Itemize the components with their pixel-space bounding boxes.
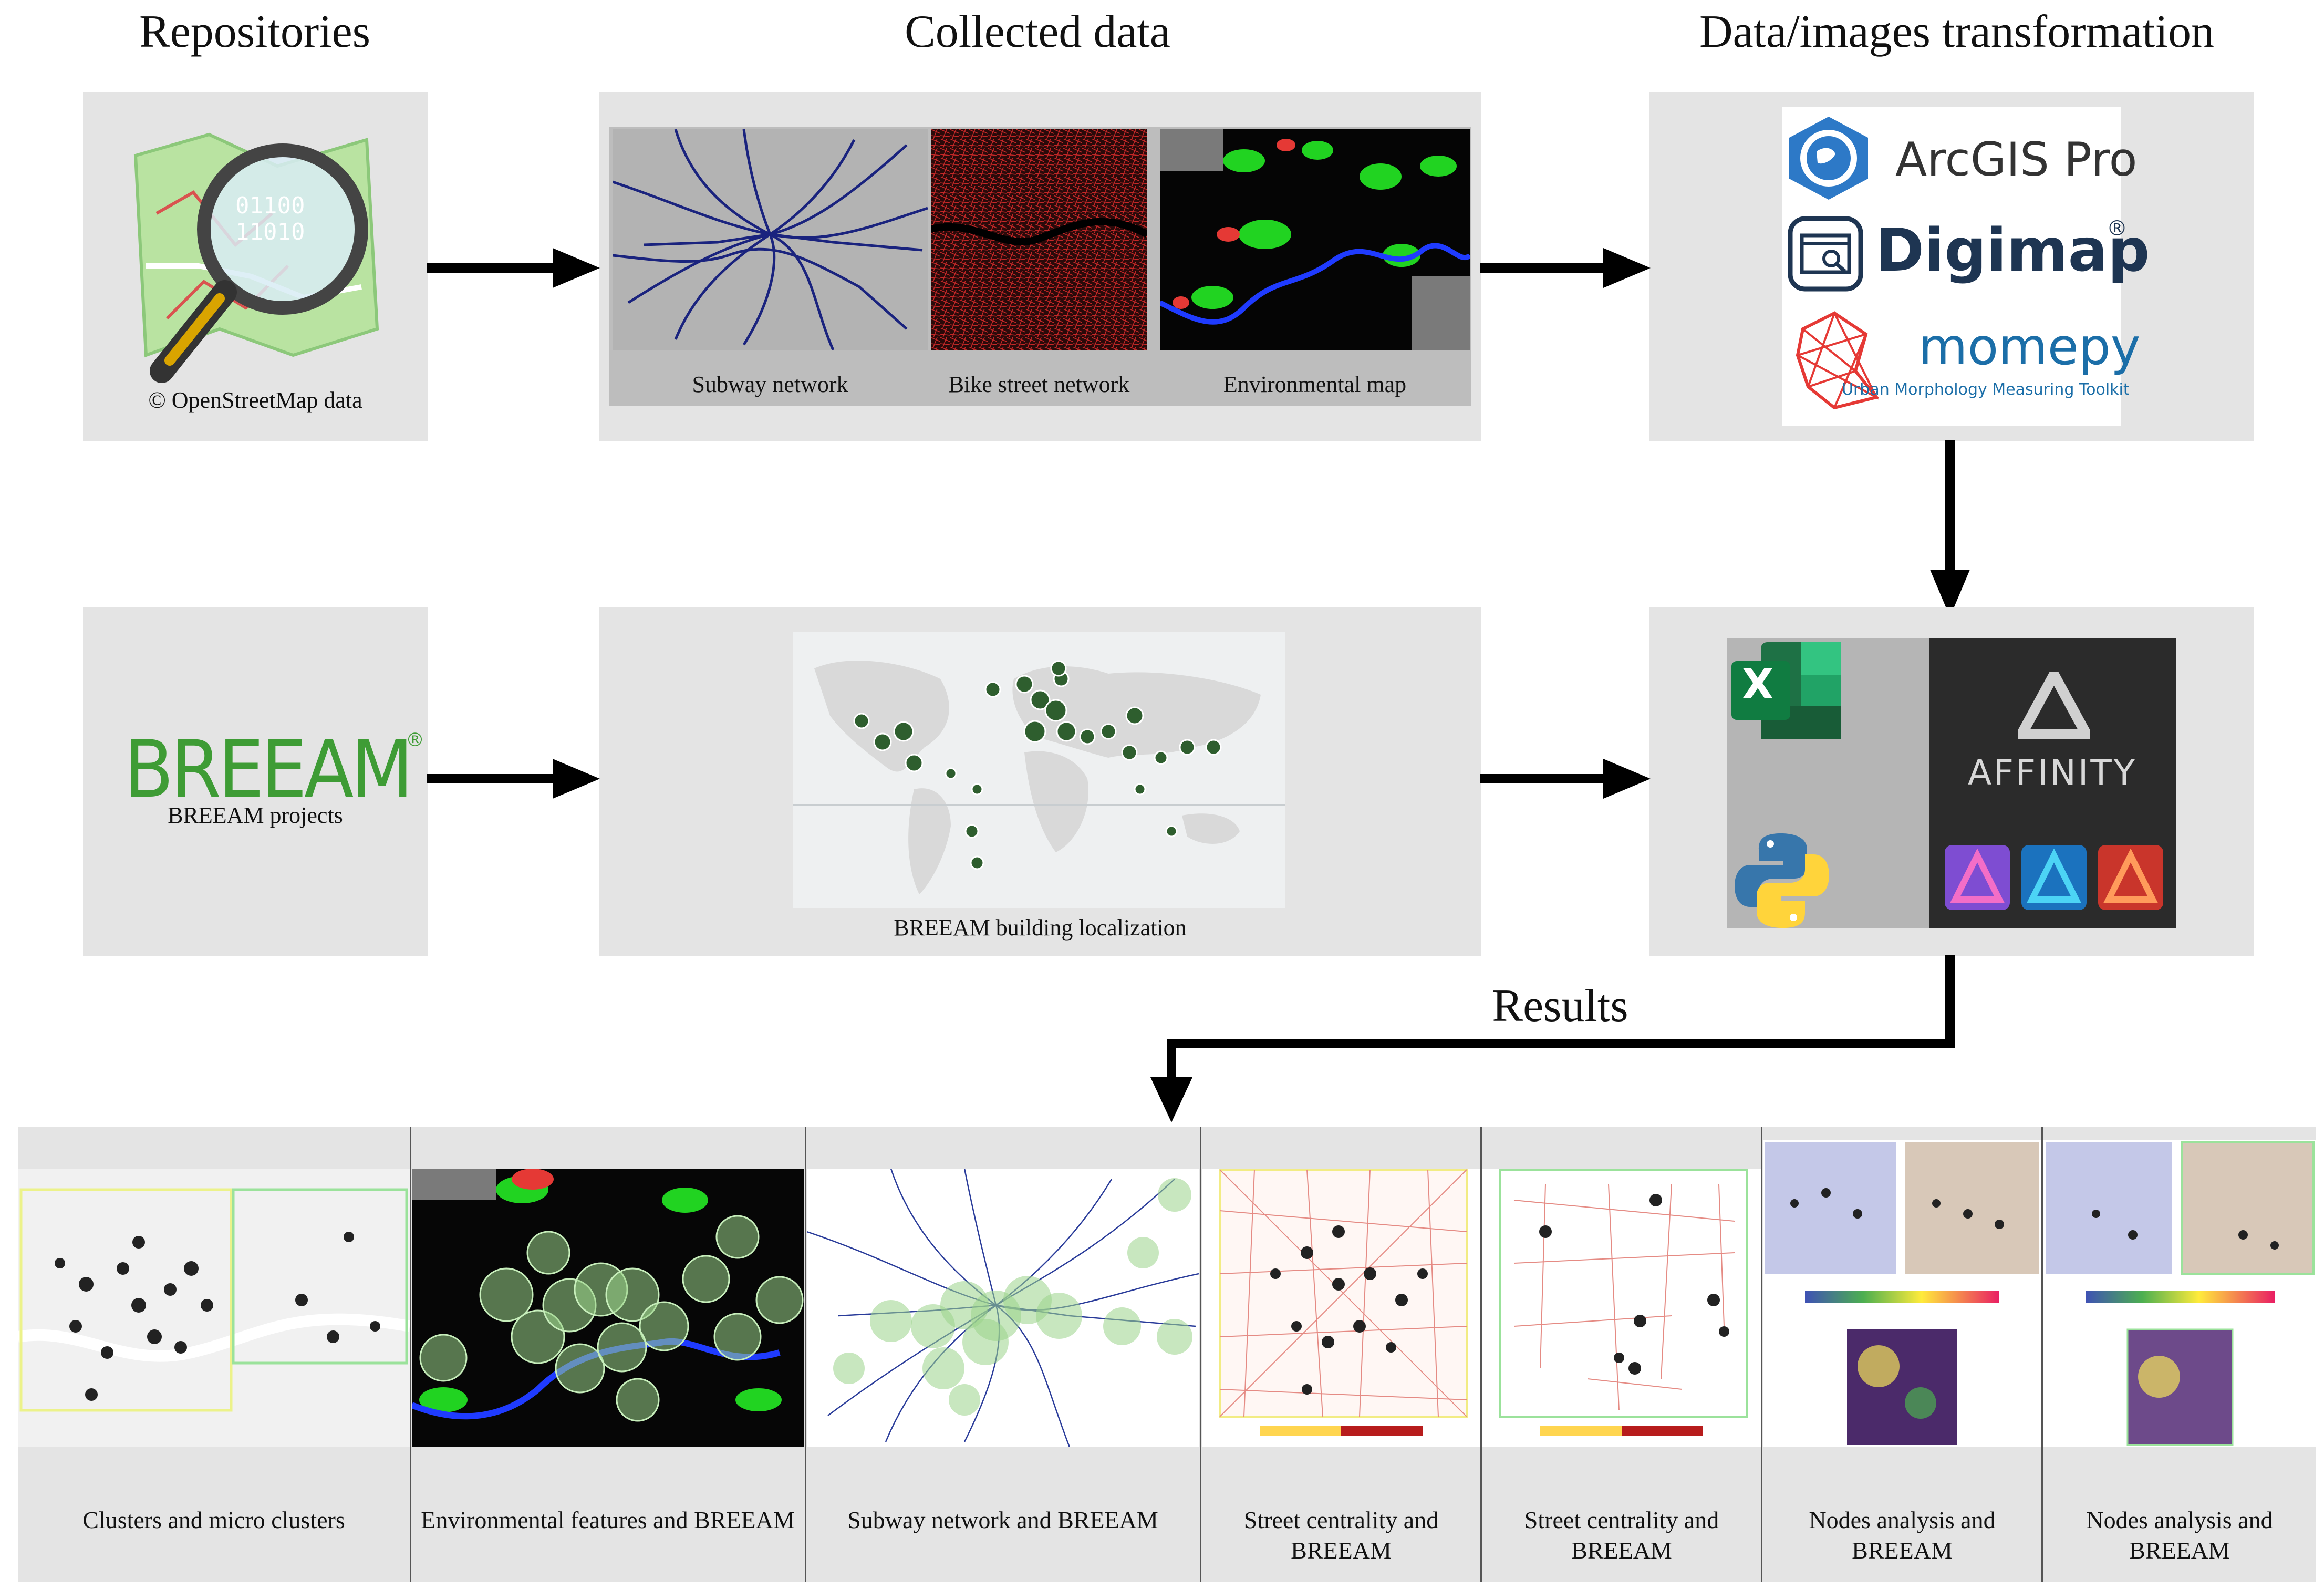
arrow-software-to-results: [1150, 955, 1955, 1122]
result-thumb-street-centrality-1: [1202, 1169, 1480, 1447]
result-caption-6: Nodes analysis and BREEAM: [1809, 1507, 1996, 1564]
header-collected-data: Collected data: [905, 6, 1170, 57]
breeam-localization-caption: BREEAM building localization: [894, 915, 1187, 941]
results-divider-1: [410, 1127, 411, 1582]
header-repositories: Repositories: [139, 6, 370, 57]
arrow-localization-to-software: [1480, 759, 1651, 799]
svg-text:01100: 01100: [235, 192, 305, 219]
software-panel: X AFFINITY: [1649, 607, 2254, 956]
osm-panel: 01100 11010 © OpenStreetMap data: [83, 92, 428, 441]
python-icon: [1735, 833, 1829, 928]
result-caption-2: Environmental features and BREEAM: [421, 1507, 795, 1533]
result-caption-3: Subway network and BREEAM: [847, 1507, 1158, 1533]
result-thumb-street-centrality-2: [1482, 1169, 1761, 1447]
breeam-world-map: [793, 632, 1285, 908]
momepy-label: momepy: [1918, 317, 2141, 376]
affinity-photo-icon: [1945, 845, 2010, 910]
results-label: Results: [1492, 981, 1628, 1031]
arrow-tools-to-software: [1930, 440, 1970, 617]
breeam-logo: BREEAM: [124, 724, 413, 816]
result-thumb-environmental: [412, 1169, 804, 1447]
result-caption-7: Nodes analysis and BREEAM: [2086, 1507, 2273, 1564]
results-divider-5: [1761, 1127, 1762, 1582]
arrow-collected-to-tools: [1480, 248, 1651, 288]
results-strip: Clusters and micro clusters Environmenta…: [18, 1127, 2316, 1582]
digimap-icon: [1788, 216, 1863, 292]
transformation-tools-panel: ArcGIS Pro Digimap ® momepy Urban Morpho…: [1649, 92, 2254, 441]
digimap-registered-mark: ®: [2107, 216, 2128, 241]
caption-environmental-map: Environmental map: [1223, 372, 1407, 397]
arrow-repos-to-collected: [427, 248, 600, 288]
osm-logo-icon: 01100 11010: [133, 132, 379, 383]
results-divider-2: [805, 1127, 806, 1582]
result-caption-5: Street centrality and BREEAM: [1524, 1507, 1719, 1564]
svg-text:11010: 11010: [235, 219, 305, 245]
excel-icon: [1731, 642, 1841, 739]
caption-bike-street-network: Bike street network: [948, 372, 1130, 397]
breeam-localization-panel: BREEAM building localization: [599, 607, 1481, 956]
result-thumb-nodes-analysis-1: [1763, 1140, 2041, 1447]
breeam-registered-mark: ®: [406, 729, 424, 751]
bike-street-network-map: [931, 129, 1147, 350]
result-caption-1: Clusters and micro clusters: [82, 1507, 345, 1533]
results-divider-4: [1480, 1127, 1482, 1582]
affinity-logo-icon: [2018, 672, 2090, 739]
results-divider-6: [2041, 1127, 2043, 1582]
affinity-publisher-icon: [2098, 845, 2163, 910]
result-thumb-clusters: [18, 1169, 410, 1447]
osm-caption: © OpenStreetMap data: [148, 387, 362, 413]
result-thumb-nodes-analysis-2: [2043, 1140, 2316, 1447]
arcgis-pro-label: ArcGIS Pro: [1895, 132, 2138, 187]
excel-letter: X: [1742, 661, 1774, 708]
environmental-map: [1160, 129, 1470, 350]
result-caption-4: Street centrality and BREEAM: [1243, 1507, 1439, 1564]
collected-data-panel: Subway network Bike street network Envir…: [599, 92, 1481, 441]
arcgis-globe-icon: [1789, 117, 1868, 200]
affinity-designer-icon: [2021, 845, 2087, 910]
breeam-projects-caption: BREEAM projects: [168, 802, 343, 828]
result-thumb-subway: [807, 1169, 1199, 1447]
subway-network-map: [613, 129, 928, 350]
momepy-logo-icon: [1794, 310, 1880, 410]
momepy-subtitle: Urban Morphology Measuring Toolkit: [1842, 380, 2130, 399]
header-transformation: Data/images transformation: [1699, 6, 2214, 57]
breeam-panel: BREEAM ® BREEAM projects: [83, 607, 428, 956]
digimap-label: Digimap: [1875, 216, 2150, 285]
arrow-breeam-to-localization: [427, 759, 600, 799]
affinity-label: AFFINITY: [1967, 752, 2137, 793]
caption-subway-network: Subway network: [692, 372, 848, 397]
results-divider-3: [1200, 1127, 1201, 1582]
